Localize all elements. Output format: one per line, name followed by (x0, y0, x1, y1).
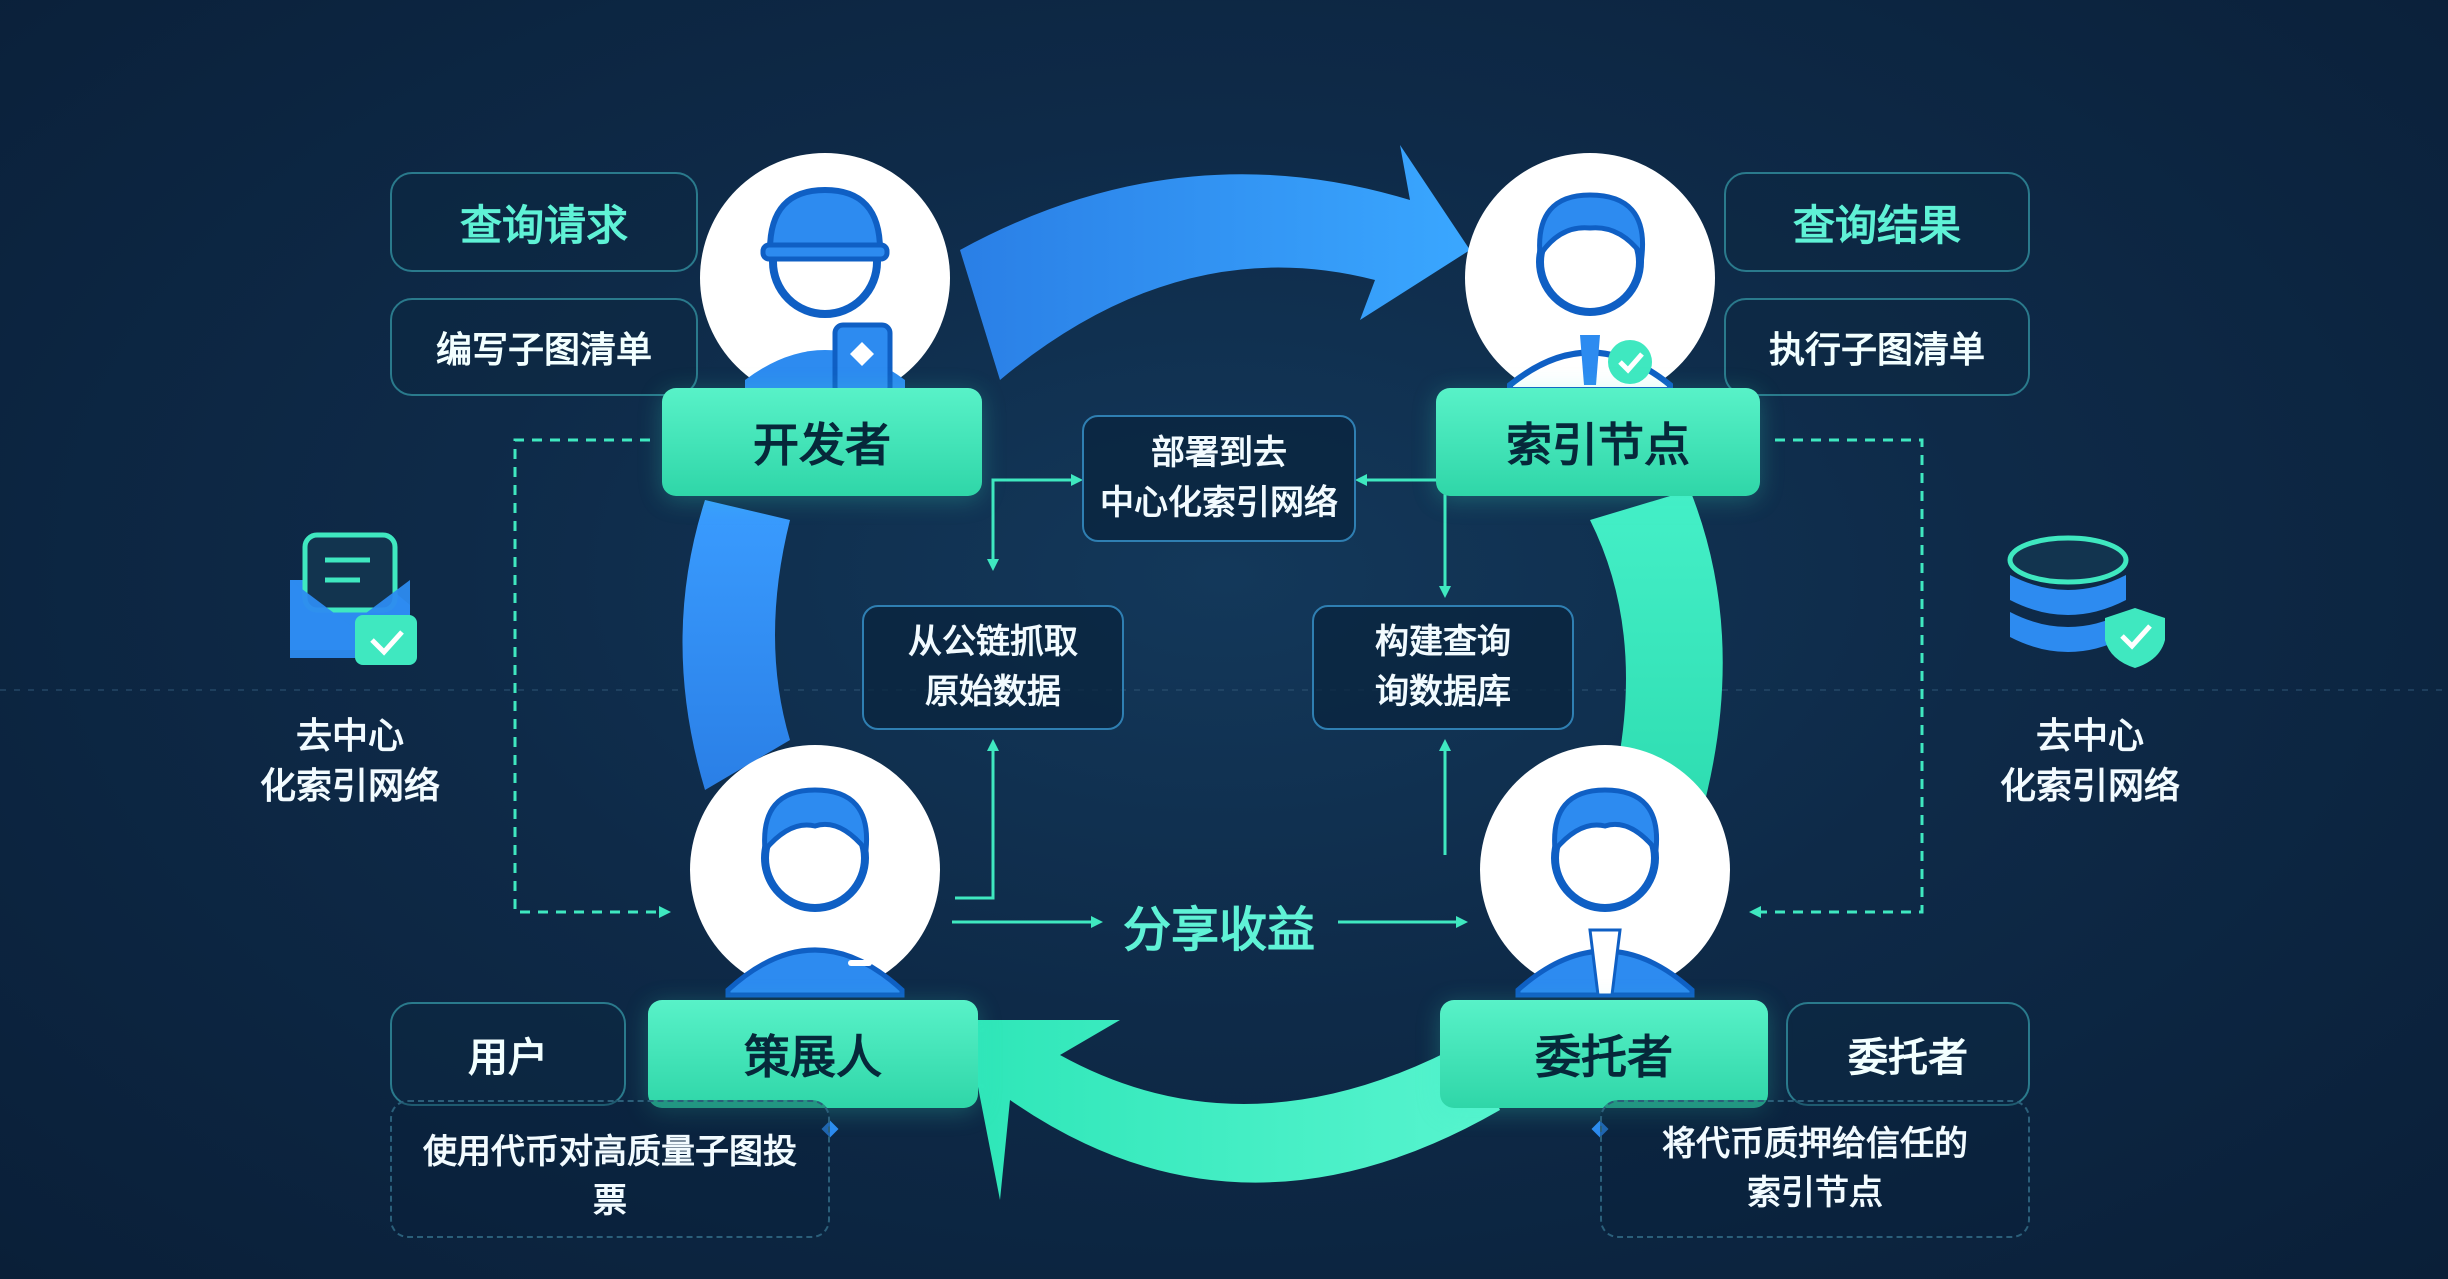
query-request-box: 查询请求 (390, 172, 698, 272)
left-network-label: 去中心 化索引网络 (240, 712, 460, 822)
execute-manifest-label: 执行子图清单 (1768, 330, 1985, 371)
right-network-line-2: 化索引网络 (1999, 766, 2180, 808)
delegator-role-text: 委托者 (1535, 1030, 1673, 1084)
fetch-data-box: 从公链抓取 原始数据 (862, 605, 1124, 730)
delegator-note-line-1: 将代币质押给信任的 (1662, 1123, 1968, 1164)
cycle-arrow-top (960, 145, 1470, 380)
execute-manifest-box: 执行子图清单 (1724, 298, 2030, 396)
write-manifest-box: 编写子图清单 (390, 298, 698, 396)
write-manifest-label: 编写子图清单 (435, 330, 652, 371)
curator-role-text: 策展人 (744, 1030, 882, 1084)
query-request-label: 查询请求 (459, 200, 628, 250)
build-database-box: 构建查询 询数据库 (1312, 605, 1574, 730)
left-connector (513, 438, 671, 918)
deploy-fetch-connector (987, 474, 1083, 571)
delegator-tag-box: 委托者 (1786, 1002, 2030, 1106)
fetch-line-2: 原始数据 (925, 671, 1061, 712)
build-line-2: 询数据库 (1375, 671, 1511, 712)
cycle-arc-right (1590, 490, 1723, 820)
curator-role-label: 策展人 (648, 1000, 978, 1108)
delegator-avatar-icon (1480, 745, 1730, 998)
indexer-role-text: 索引节点 (1506, 418, 1690, 472)
left-network-line-2: 化索引网络 (259, 766, 440, 808)
query-result-box: 查询结果 (1724, 172, 2030, 272)
curator-note-box: 使用代币对高质量子图投票 (390, 1100, 830, 1238)
database-check-icon (2007, 535, 2165, 668)
delegator-tag-label: 委托者 (1848, 1035, 1968, 1081)
deploy-line-1: 部署到去 (1151, 433, 1287, 474)
developer-avatar-icon (700, 153, 950, 403)
query-result-label: 查询结果 (1792, 200, 1961, 250)
right-network-line-1: 去中心 (2035, 716, 2144, 757)
user-tag-label: 用户 (468, 1035, 548, 1081)
deploy-network-box: 部署到去 中心化索引网络 (1082, 415, 1356, 542)
cycle-arrow-bottom (965, 1020, 1500, 1200)
cycle-arc-left (682, 500, 790, 790)
indexer-avatar-icon (1465, 153, 1715, 403)
right-connector (1749, 438, 1924, 918)
delegator-note-box: 将代币质押给信任的 索引节点 (1600, 1100, 2030, 1238)
share-revenue-label: 分享收益 (1122, 902, 1315, 958)
developer-role-label: 开发者 (662, 388, 982, 496)
diamond-marker-left (821, 1120, 839, 1138)
curator-note-text: 使用代币对高质量子图投票 (423, 1132, 797, 1222)
fetch-line-1: 从公链抓取 (908, 622, 1078, 663)
right-network-label: 去中心 化索引网络 (1980, 712, 2200, 822)
curator-avatar-icon (690, 745, 940, 998)
document-check-icon (290, 532, 417, 665)
delegator-role-label: 委托者 (1440, 1000, 1768, 1108)
user-tag-box: 用户 (390, 1002, 626, 1106)
developer-role-text: 开发者 (753, 418, 891, 472)
deploy-line-2: 中心化索引网络 (1100, 482, 1338, 523)
deploy-build-connector (1355, 474, 1451, 598)
build-line-1: 构建查询 (1375, 622, 1511, 663)
indexer-role-label: 索引节点 (1436, 388, 1760, 496)
curator-fetch-connector (955, 739, 999, 900)
left-network-line-1: 去中心 (295, 716, 404, 757)
delegator-note-line-2: 索引节点 (1747, 1173, 1883, 1213)
